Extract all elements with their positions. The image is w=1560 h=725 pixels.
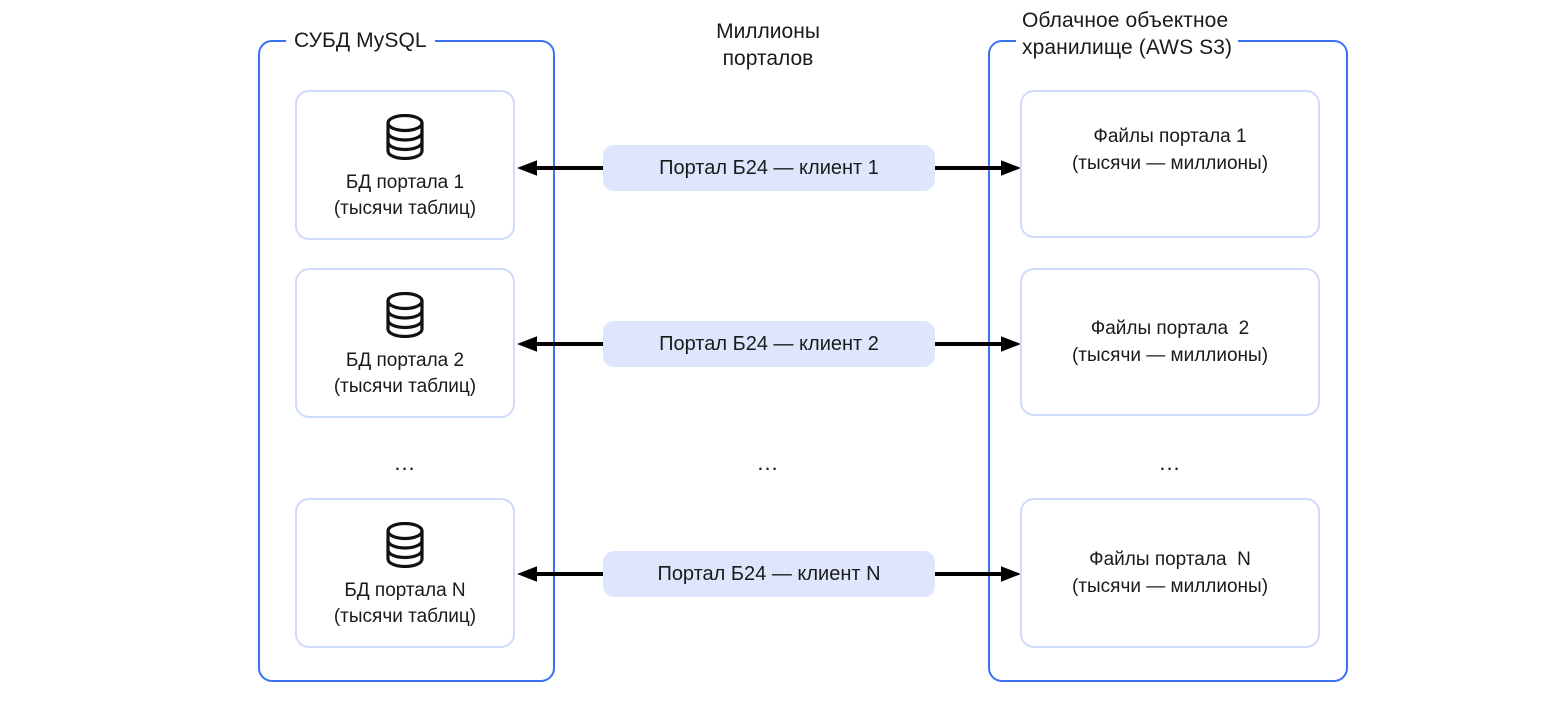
db-card-1-line1: БД портала 1 (345, 172, 465, 193)
group-aws-s3-legend: Облачное объектное хранилище (AWS S3) (1016, 7, 1239, 61)
portal-pill-2-label: Портал Б24 — клиент 2 (659, 332, 879, 355)
portal-pill-1-label: Портал Б24 — клиент 1 (659, 156, 879, 179)
center-title-text: Миллионы порталов (716, 20, 820, 70)
group-mysql-legend: СУБД MySQL (286, 27, 435, 54)
portal-pill-n[interactable]: Портал Б24 — клиент N (603, 551, 935, 597)
s3-card-2-text: Файлы портала 2 (тысячи — миллионы) (1072, 315, 1268, 369)
ellipsis-s3-column: ... (1159, 450, 1181, 475)
db-card-n-line2: (тысячи таблиц) (333, 606, 477, 627)
db-card-2-line1: БД портала 2 (345, 350, 465, 371)
s3-card-n-line2: (тысячи — миллионы) (1071, 576, 1269, 597)
s3-card-1-line2: (тысячи — миллионы) (1071, 153, 1269, 174)
portal-pill-1[interactable]: Портал Б24 — клиент 1 (603, 145, 935, 191)
db-card-2[interactable]: БД портала 2 (тысячи таблиц) (295, 268, 515, 418)
ellipsis-center-column: ... (757, 450, 779, 475)
group-aws-s3-legend-line1: Облачное объектное (1022, 9, 1229, 32)
db-card-n-line1: БД портала N (344, 580, 466, 601)
bidirectional-arrow-2 (517, 336, 1021, 352)
db-card-1-line2: (тысячи таблиц) (333, 198, 477, 219)
s3-card-2[interactable]: Файлы портала 2 (тысячи — миллионы) (1020, 268, 1320, 416)
s3-card-1[interactable]: Файлы портала 1 (тысячи — миллионы) (1020, 90, 1320, 238)
group-mysql: СУБД MySQL (258, 27, 555, 682)
arrow-row-1 (515, 157, 1023, 177)
db-card-1-text: БД портала 1 (тысячи таблиц) (334, 170, 476, 222)
db-card-2-text: БД портала 2 (тысячи таблиц) (334, 348, 476, 400)
bidirectional-arrow-1 (517, 160, 1021, 176)
portal-pill-n-label: Портал Б24 — клиент N (657, 562, 881, 585)
portal-pill-2[interactable]: Портал Б24 — клиент 2 (603, 321, 935, 367)
s3-card-1-line1: Файлы портала 1 (1093, 126, 1247, 147)
arrow-row-2 (515, 333, 1023, 353)
db-card-n-text: БД портала N (тысячи таблиц) (334, 578, 476, 630)
database-icon (386, 292, 424, 338)
s3-card-2-line2: (тысячи — миллионы) (1071, 345, 1269, 366)
db-card-n[interactable]: БД портала N (тысячи таблиц) (295, 498, 515, 648)
s3-card-n[interactable]: Файлы портала N (тысячи — миллионы) (1020, 498, 1320, 648)
arrow-row-n (515, 563, 1023, 583)
db-card-2-line2: (тысячи таблиц) (333, 376, 477, 397)
group-aws-s3-legend-line2: хранилище (AWS S3) (1022, 36, 1233, 59)
database-icon (386, 522, 424, 568)
db-card-1[interactable]: БД портала 1 (тысячи таблиц) (295, 90, 515, 240)
ellipsis-db-column: ... (394, 450, 416, 475)
s3-card-n-text: Файлы портала N (тысячи — миллионы) (1072, 546, 1268, 600)
s3-card-1-text: Файлы портала 1 (тысячи — миллионы) (1072, 123, 1268, 177)
s3-card-2-line1: Файлы портала 2 (1090, 318, 1250, 339)
bidirectional-arrow-n (517, 566, 1021, 582)
s3-card-n-line1: Файлы портала N (1089, 549, 1251, 570)
group-aws-s3: Облачное объектное хранилище (AWS S3) (988, 7, 1348, 682)
database-icon (386, 114, 424, 160)
